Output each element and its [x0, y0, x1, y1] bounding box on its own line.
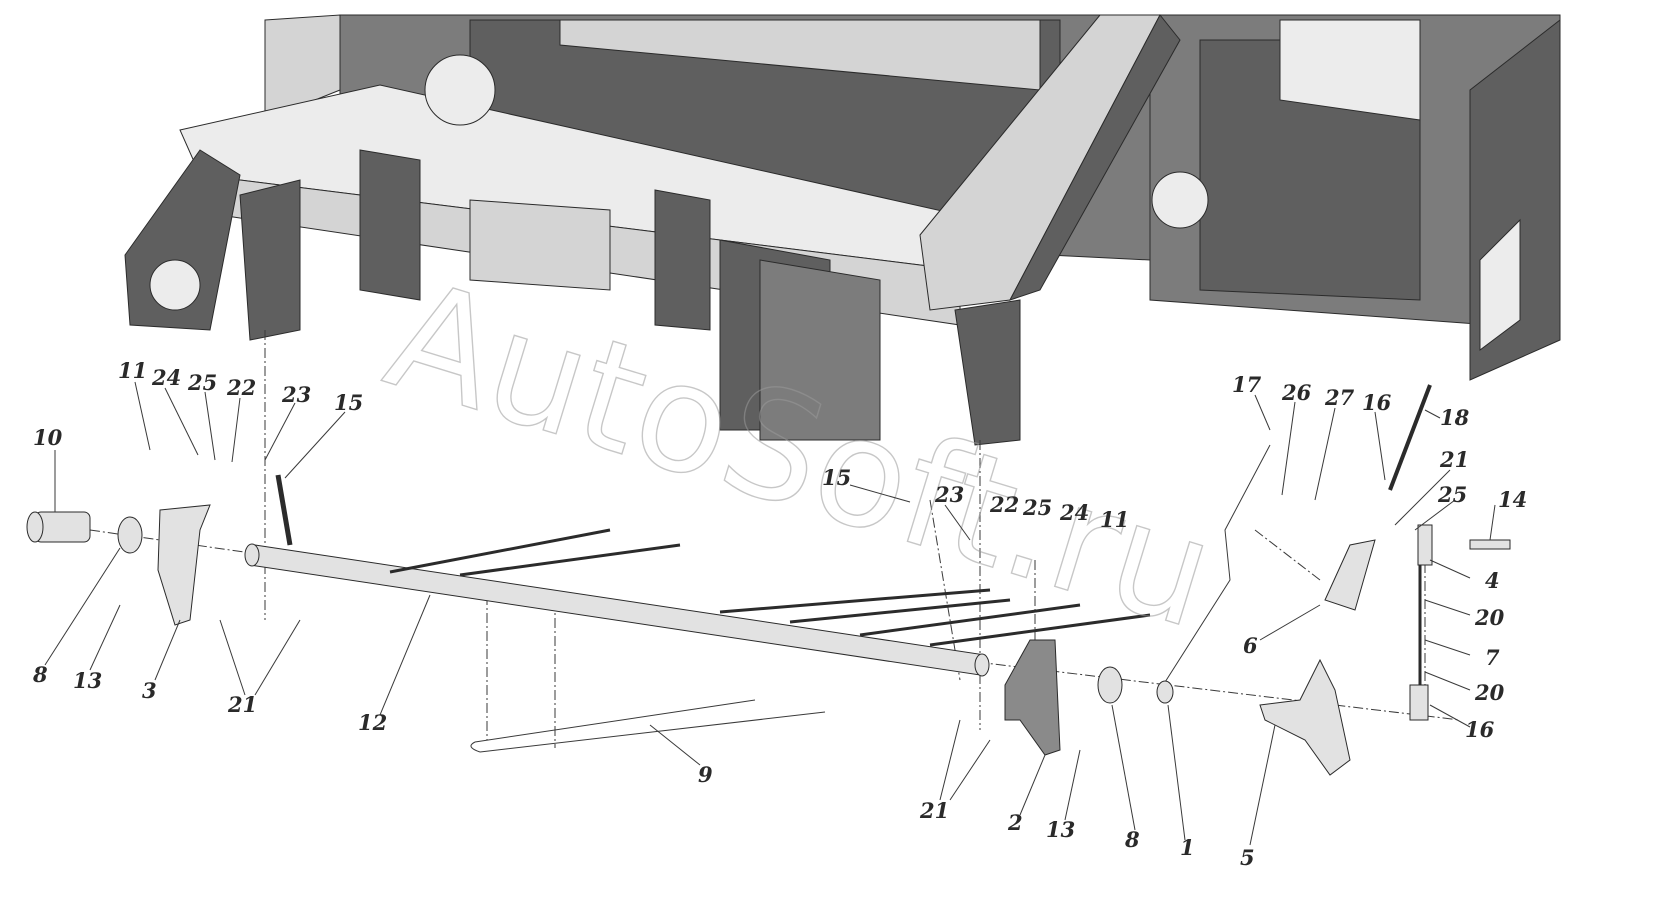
callout-23: 23	[281, 382, 311, 407]
callout-8: 8	[32, 662, 48, 687]
callout-9: 9	[698, 762, 713, 787]
callout-labels: 10 11 24 25 22 23 15 8 13 3 21 12 9 15 2…	[32, 358, 1527, 870]
callout-15: 15	[822, 465, 851, 490]
callout-14: 14	[1498, 487, 1527, 512]
callout-13: 13	[73, 668, 102, 693]
callout-1: 1	[1180, 835, 1195, 860]
callout-11: 11	[1100, 507, 1129, 532]
callout-8: 8	[1124, 827, 1140, 852]
callout-19: 18	[1440, 405, 1470, 430]
callout-17: 16	[1362, 390, 1392, 415]
callout-24: 24	[1059, 500, 1089, 525]
callout-6: 6	[1243, 633, 1258, 658]
callout-7: 7	[1485, 645, 1500, 670]
callout-27: 27	[1324, 385, 1355, 410]
callout-21: 21	[227, 692, 257, 717]
callout-25: 25	[1022, 495, 1052, 520]
callout-22: 22	[226, 375, 256, 400]
leader-lines	[44, 381, 1496, 846]
callout-20: 20	[1474, 605, 1505, 630]
callout-25: 25	[1437, 482, 1467, 507]
callout-21: 21	[1439, 447, 1469, 472]
callout-2: 2	[1007, 810, 1023, 835]
rod-assembly	[26, 384, 1511, 776]
callout-18: 17	[1232, 372, 1262, 397]
callout-20: 20	[1474, 680, 1505, 705]
callout-5: 5	[1240, 845, 1255, 870]
callout-12: 12	[358, 710, 387, 735]
combine-frame	[124, 14, 1561, 446]
callout-24: 24	[151, 365, 181, 390]
callout-21: 21	[919, 798, 949, 823]
callout-10: 10	[33, 425, 63, 450]
callout-11: 11	[118, 358, 147, 383]
callout-4: 4	[1485, 568, 1500, 593]
callout-25: 25	[187, 370, 217, 395]
callout-26: 26	[1281, 380, 1312, 405]
callout-15: 15	[334, 390, 363, 415]
callout-16: 16	[1465, 717, 1495, 742]
callout-22: 22	[989, 492, 1019, 517]
callout-13: 13	[1046, 817, 1075, 842]
callout-3: 3	[142, 678, 157, 703]
callout-23: 23	[934, 482, 964, 507]
